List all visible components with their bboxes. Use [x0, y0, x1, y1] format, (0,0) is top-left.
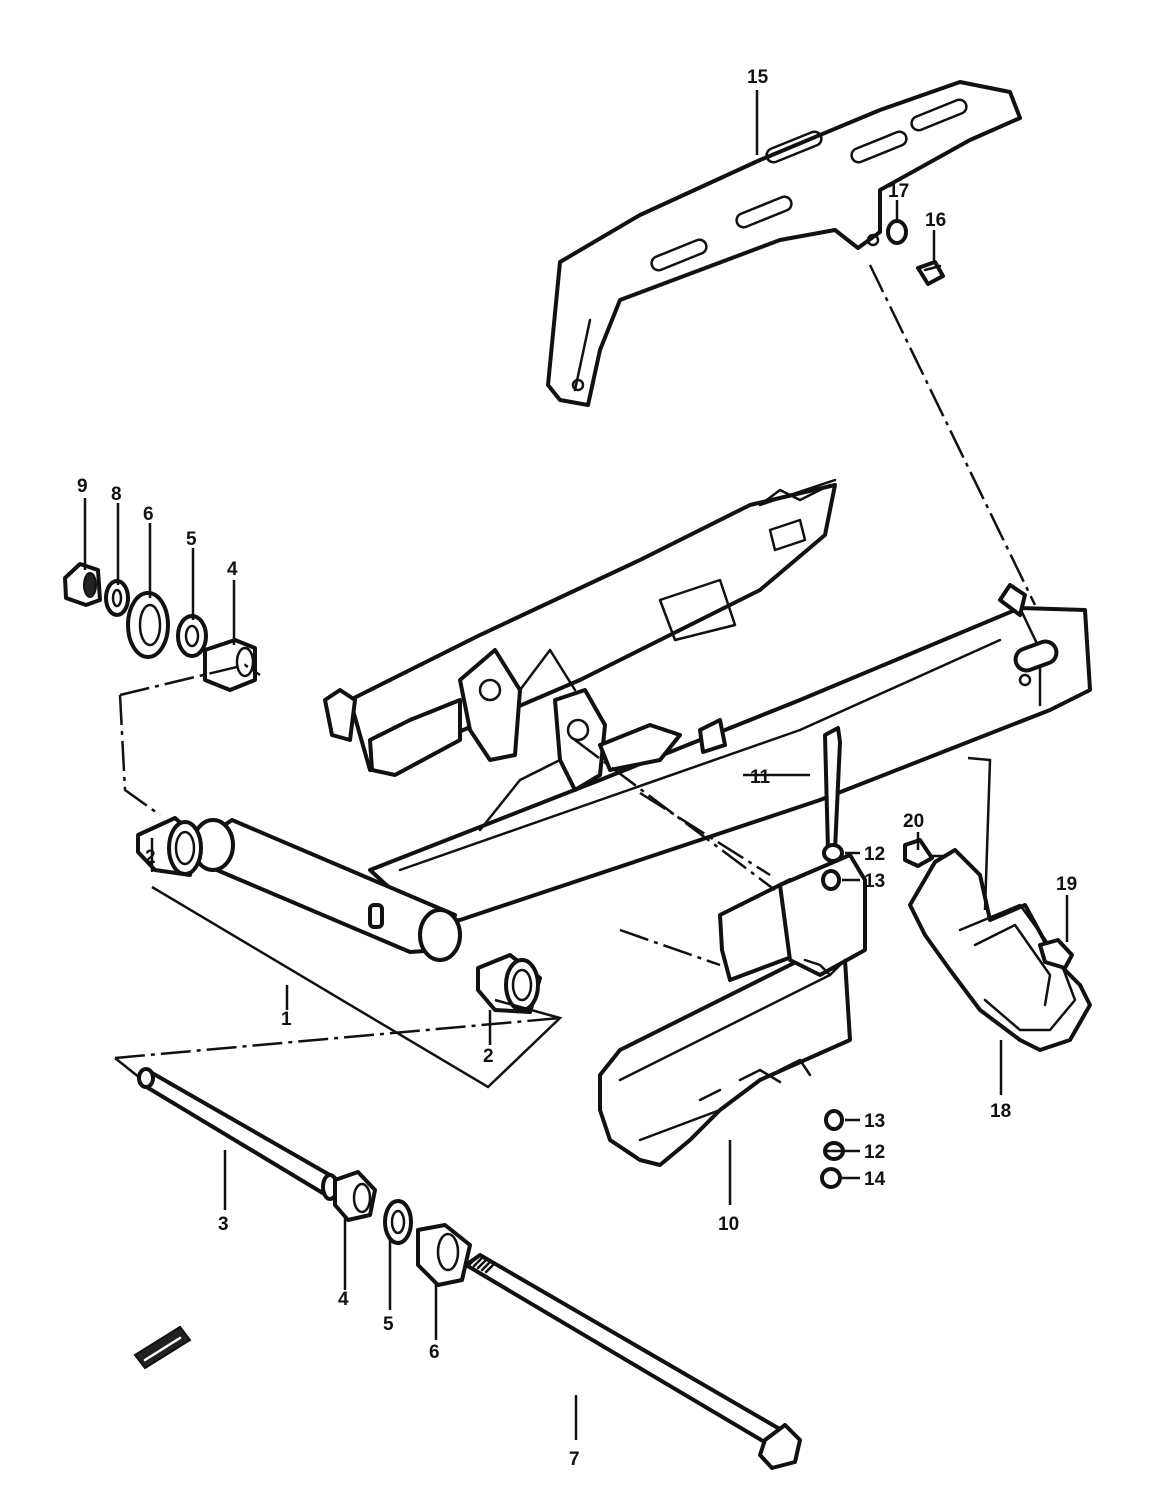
callout-2-left: 2 [145, 847, 156, 868]
seal-6-upper [126, 591, 170, 659]
callout-2-right: 2 [483, 1046, 494, 1067]
axle-bolt-7 [464, 1253, 802, 1470]
callout-4-lower: 4 [338, 1289, 349, 1310]
callout-11: 11 [750, 767, 771, 788]
bolt-19 [1038, 938, 1074, 970]
callout-8: 8 [111, 484, 122, 505]
callout-6-lower: 6 [429, 1342, 440, 1363]
callout-3: 3 [218, 1214, 229, 1235]
callout-12-upper: 12 [864, 844, 885, 865]
leader-lines [83, 90, 1069, 1440]
bolt-11 [823, 726, 842, 852]
nut-14 [820, 1167, 842, 1189]
callout-6-upper: 6 [143, 504, 154, 525]
front-arrow-icon [133, 1325, 192, 1370]
callout-15: 15 [747, 67, 769, 88]
callout-18: 18 [990, 1101, 1011, 1122]
callout-5-lower: 5 [383, 1314, 394, 1335]
callout-1: 1 [281, 1009, 292, 1030]
pivot-shaft-3 [137, 1067, 339, 1201]
callout-19: 19 [1056, 874, 1077, 895]
washer-12-upper [822, 843, 844, 863]
callout-7: 7 [569, 1449, 580, 1470]
chain-case-15 [546, 80, 1022, 407]
callout-13-lower: 13 [864, 1111, 885, 1132]
washer-5-upper [176, 614, 208, 658]
callout-13-upper: 13 [864, 871, 885, 892]
washer-8 [104, 579, 130, 617]
spacer-4-lower [333, 1170, 377, 1222]
seal-6-lower [416, 1223, 472, 1287]
washer-17 [886, 219, 908, 245]
bolt-16 [916, 260, 945, 286]
callout-5-upper: 5 [186, 529, 197, 550]
chain-buffer-10 [598, 853, 867, 1167]
callout-labels: 15 17 16 9 8 6 5 4 2 1 2 3 4 5 6 7 10 11… [77, 67, 1077, 1470]
washer-12-lower [823, 1141, 845, 1161]
nut-9 [63, 562, 102, 607]
bearing-2-left [136, 816, 203, 877]
nut-13-lower [824, 1109, 844, 1131]
swingarm-1 [191, 478, 1092, 962]
callout-12-lower: 12 [864, 1142, 885, 1163]
callout-9: 9 [77, 476, 88, 497]
callout-10: 10 [718, 1214, 739, 1235]
bearing-2-right [476, 953, 542, 1014]
nut-13-upper [821, 869, 841, 891]
washer-5-lower [383, 1199, 413, 1245]
callout-17: 17 [888, 181, 909, 202]
callout-4-upper: 4 [227, 559, 238, 580]
callout-14: 14 [864, 1169, 886, 1190]
callout-16: 16 [925, 210, 946, 231]
callout-20: 20 [903, 811, 924, 832]
spacer-4-upper [203, 638, 257, 692]
